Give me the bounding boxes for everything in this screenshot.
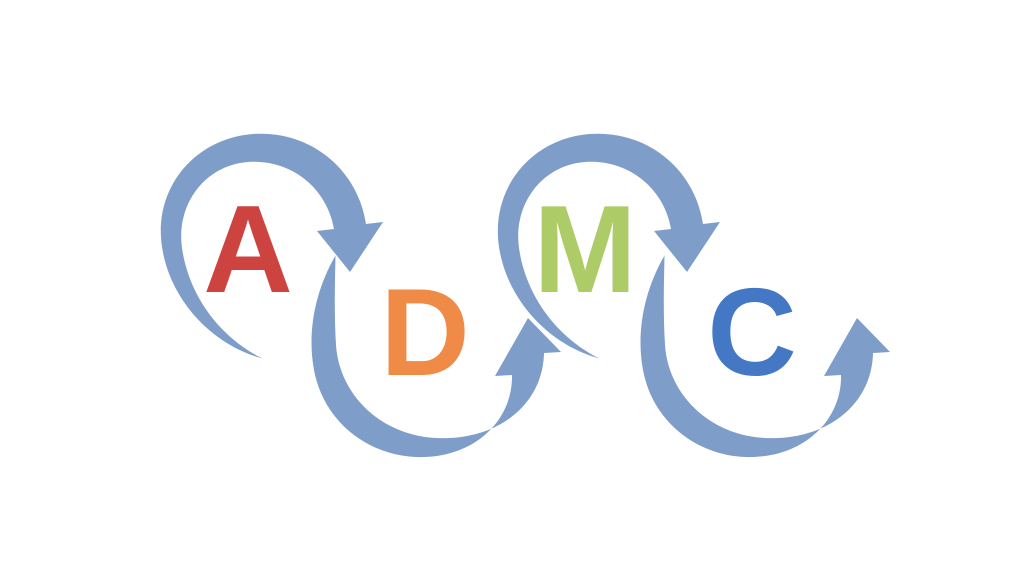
arc-clockwise-bottom-c (640, 255, 890, 458)
stage-c-arc (640, 255, 890, 458)
stage-letter-a: A (203, 181, 293, 319)
stage-a-arc (160, 133, 383, 359)
stage-d-arc (311, 255, 561, 458)
stage-letter-m: M (533, 181, 636, 319)
arc-clockwise-top-m (497, 133, 720, 359)
stage-m-arc (497, 133, 720, 359)
stage-letter-d: D (380, 264, 470, 402)
arc-clockwise-top-a (160, 133, 383, 359)
stage-letter-c: C (707, 264, 797, 402)
arc-clockwise-bottom-d (311, 255, 561, 458)
